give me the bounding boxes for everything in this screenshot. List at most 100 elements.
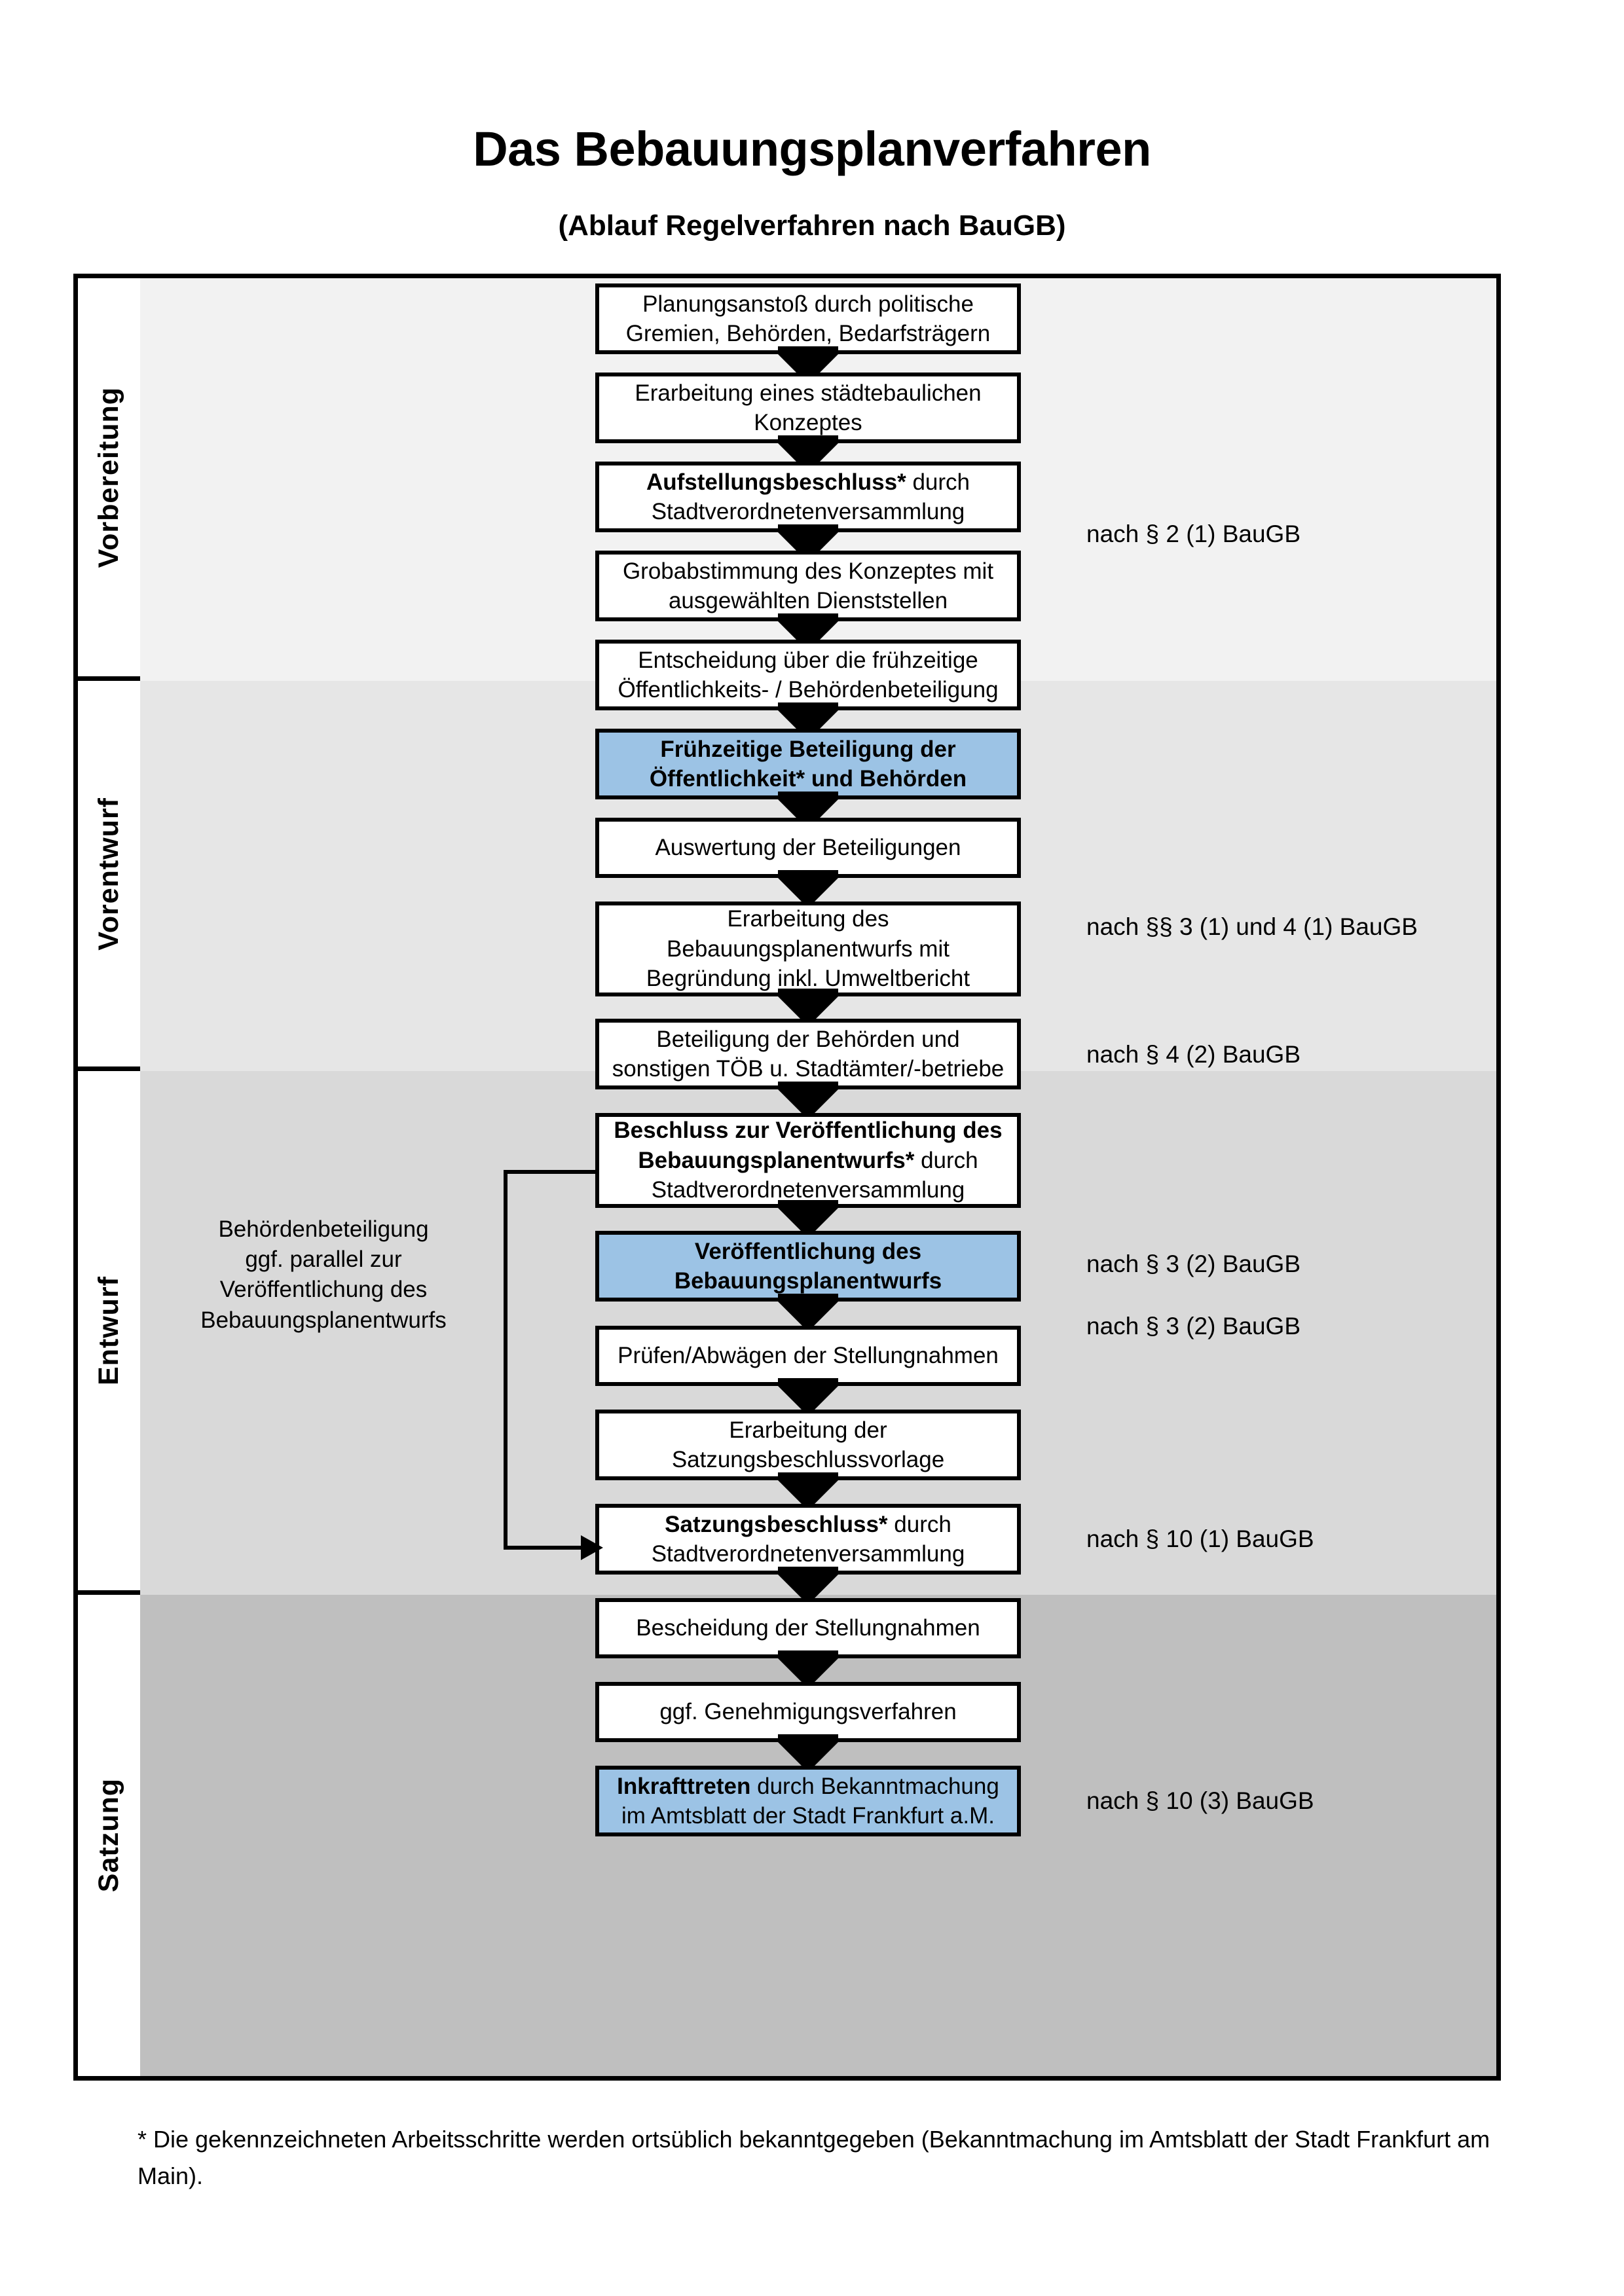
page-subtitle: (Ablauf Regelverfahren nach BauGB): [558, 210, 1066, 242]
step-text-segment: Begründung inkl. Umweltbericht: [646, 966, 970, 992]
step-text-segment: Veröffentlichung des: [694, 1238, 922, 1264]
flow-arrow-stem-s4: [778, 613, 838, 621]
feedback-loop-arrowhead: [581, 1535, 603, 1560]
phase-label-entwurf: Entwurf: [78, 1071, 140, 1595]
flow-arrow-stem-s1: [778, 346, 838, 354]
step-text-segment: Satzungsbeschlussvorlage: [671, 1447, 945, 1472]
step-text-segment: im Amtsblatt der Stadt Frankfurt a.M.: [621, 1803, 995, 1829]
feedback-loop-bottom: [504, 1546, 582, 1550]
step-text-segment: durch: [914, 1147, 978, 1173]
step-text-segment: durch Bekanntmachung: [750, 1773, 999, 1799]
step-text-segment: durch: [906, 469, 970, 495]
step-text-segment: Konzeptes: [754, 410, 862, 435]
process-box-s15[interactable]: Bescheidung der Stellungnahmen: [595, 1598, 1021, 1658]
phase-label-vorbereitung: Vorbereitung: [78, 278, 140, 681]
step-text-segment: Gremien, Behörden, Bedarfsträgern: [625, 321, 991, 346]
step-text-segment: Planungsanstoß durch politische: [642, 291, 974, 317]
process-box-label: Prüfen/Abwägen der Stellungnahmen: [618, 1341, 999, 1371]
step-text-segment: Satzungsbeschluss*: [665, 1511, 888, 1537]
step-text-segment: Erarbeitung eines städtebaulichen: [635, 380, 982, 406]
legal-note-n6: nach § 10 (1) BauGB: [1086, 1525, 1314, 1552]
step-text-segment: Entscheidung über die frühzeitige: [638, 647, 978, 673]
step-text-segment: Bescheidung der Stellungnahmen: [636, 1615, 980, 1641]
flow-arrow-stem-s9: [778, 1082, 838, 1089]
flow-arrow-stem-s7: [778, 870, 838, 878]
process-box-label: ggf. Genehmigungsverfahren: [659, 1697, 956, 1727]
process-box-s16[interactable]: ggf. Genehmigungsverfahren: [595, 1682, 1021, 1742]
flow-arrow-stem-s16: [778, 1734, 838, 1742]
process-box-s12[interactable]: Prüfen/Abwägen der Stellungnahmen: [595, 1326, 1021, 1386]
flow-arrow-stem-s6: [778, 792, 838, 799]
side-note-line: ggf. parallel zur: [245, 1247, 402, 1273]
phase-label-text: Vorentwurf: [93, 797, 124, 951]
legal-note-n2: nach §§ 3 (1) und 4 (1) BauGB: [1086, 913, 1418, 940]
flow-arrow-stem-s12: [778, 1378, 838, 1386]
step-text-segment: Bebauungsplanentwurfs mit: [667, 936, 950, 962]
step-text-segment: Bebauungsplanentwurfs*: [638, 1147, 915, 1173]
page-title: Das Bebauungsplanverfahren: [473, 122, 1151, 176]
step-text-segment: Frühzeitige Beteiligung der: [660, 736, 956, 762]
feedback-loop-top: [504, 1170, 595, 1174]
step-text-segment: Prüfen/Abwägen der Stellungnahmen: [618, 1343, 999, 1369]
step-text-segment: Erarbeitung des: [727, 906, 889, 932]
step-text-segment: Stadtverordnetenversammlung: [651, 1541, 965, 1567]
step-text-segment: Grobabstimmung des Konzeptes mit: [622, 558, 994, 584]
flow-arrow-stem-s3: [778, 524, 838, 532]
step-text-segment: Stadtverordnetenversammlung: [651, 499, 965, 524]
process-box-s9[interactable]: Beteiligung der Behörden und sonstigen TÖ…: [595, 1019, 1021, 1089]
side-note-line: Veröffentlichung des: [219, 1277, 428, 1303]
legal-note-n1: nach § 2 (1) BauGB: [1086, 520, 1301, 547]
process-box-s7[interactable]: Auswertung der Beteiligungen: [595, 818, 1021, 878]
step-text-segment: Beschluss zur Veröffentlichung des: [614, 1118, 1003, 1144]
flow-arrow-stem-s13: [778, 1472, 838, 1480]
phase-label-text: Vorbereitung: [93, 386, 124, 568]
step-text-segment: sonstigen TÖB u. Stadtämter/-betriebe: [612, 1056, 1005, 1082]
flow-arrow-stem-s14: [778, 1567, 838, 1575]
legal-note-n5: nach § 3 (2) BauGB: [1086, 1313, 1301, 1339]
flow-arrow-stem-s8: [778, 989, 838, 996]
legal-note-n3: nach § 4 (2) BauGB: [1086, 1041, 1301, 1068]
step-text-segment: Bebauungsplanentwurfs: [674, 1268, 942, 1294]
step-text-segment: Öffentlichkeits- / Behördenbeteiligung: [618, 677, 999, 702]
step-text-segment: Beteiligung der Behörden und: [656, 1026, 960, 1052]
step-text-segment: Öffentlichkeit* und Behörden: [649, 766, 967, 792]
flow-arrow-stem-s10: [778, 1200, 838, 1208]
step-text-segment: Erarbeitung der: [729, 1417, 887, 1443]
flow-arrow-stem-s11: [778, 1294, 838, 1302]
footnote: * Die gekennzeichneten Arbeitsschritte w…: [138, 2126, 1490, 2189]
process-box-label: Auswertung der Beteiligungen: [655, 833, 961, 863]
phase-label-vorentwurf: Vorentwurf: [78, 681, 140, 1071]
process-box-label: Beteiligung der Behörden und sonstigen TÖ…: [612, 1025, 1005, 1084]
step-text-segment: Stadtverordnetenversammlung: [651, 1177, 965, 1203]
feedback-loop-vertical: [504, 1170, 507, 1550]
process-box-label: Bescheidung der Stellungnahmen: [636, 1613, 980, 1643]
step-text-segment: Auswertung der Beteiligungen: [655, 835, 961, 861]
step-text-segment: Aufstellungsbeschluss*: [646, 469, 906, 495]
step-text-segment: durch: [887, 1511, 951, 1537]
